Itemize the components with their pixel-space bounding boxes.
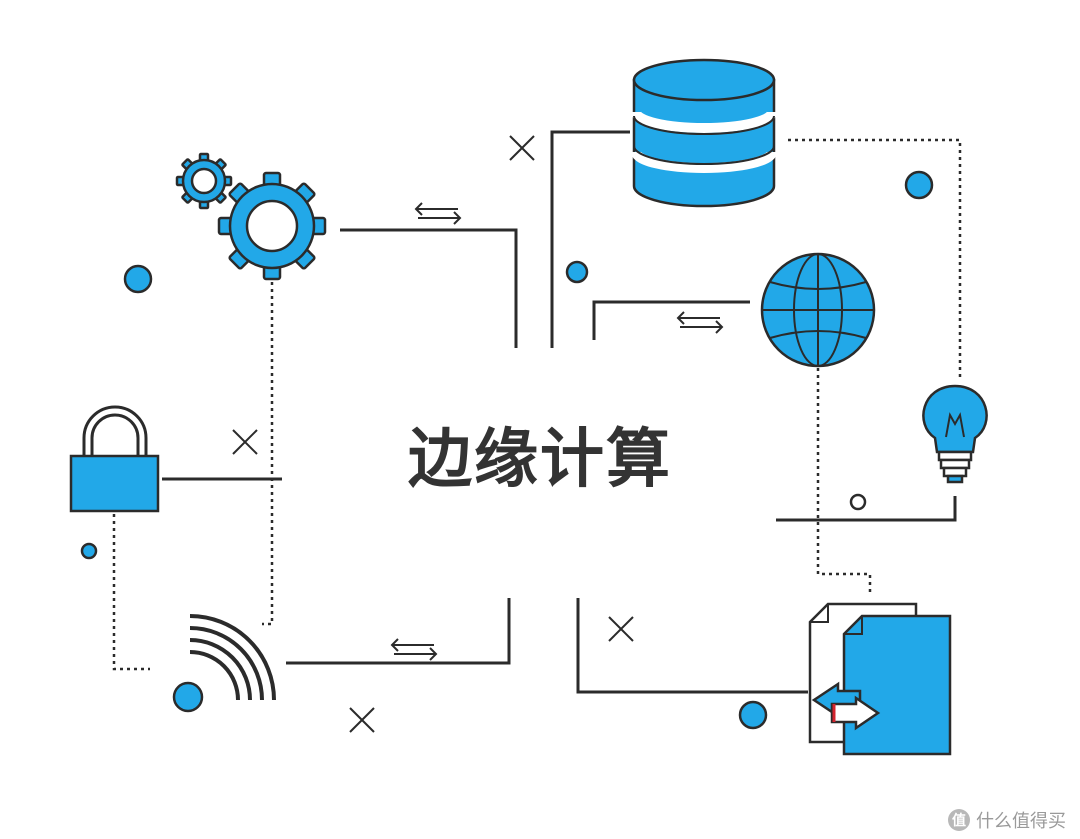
connector-gear <box>340 228 518 348</box>
connector-lines <box>112 130 962 694</box>
two-way-arrows <box>390 202 724 661</box>
two-way-arrow-gear <box>414 202 462 225</box>
connector-globe <box>592 300 750 340</box>
dotted-globe-documents <box>816 368 872 592</box>
watermark: 值 什么值得买 <box>948 807 1066 833</box>
connector-wifi <box>286 598 511 665</box>
dot-center-top <box>565 260 589 284</box>
x-marks <box>232 135 634 733</box>
dot-right-top <box>904 170 934 200</box>
dotted-lock-wifi <box>112 514 150 671</box>
dot-documents <box>738 700 768 730</box>
database-icon <box>631 58 777 208</box>
gears-icon <box>175 152 327 281</box>
dot-wifi <box>172 681 204 713</box>
watermark-logo-icon: 值 <box>948 809 970 831</box>
x-mark-bottom <box>349 707 375 733</box>
padlock-icon <box>69 405 160 513</box>
connector-documents <box>576 598 808 694</box>
dot-left <box>123 264 153 294</box>
x-mark-right <box>608 616 634 642</box>
two-way-arrow-wifi <box>390 638 438 661</box>
documents-transfer-icon <box>808 602 952 756</box>
connector-lightbulb <box>776 496 957 522</box>
dotted-gear-wifi <box>262 282 274 626</box>
connector-database <box>550 130 630 348</box>
lightbulb-icon <box>922 384 988 484</box>
dotted-database-lightbulb <box>788 138 962 378</box>
watermark-text: 什么值得买 <box>976 811 1066 832</box>
decorative-dots <box>80 170 934 730</box>
center-title: 边缘计算 <box>408 423 672 497</box>
two-way-arrow-globe <box>676 311 724 334</box>
dot-hollow <box>849 493 867 511</box>
wifi-signal-icon <box>189 614 276 701</box>
x-mark-top <box>509 135 535 161</box>
x-mark-left <box>232 429 258 455</box>
dot-lock <box>80 542 98 560</box>
globe-icon <box>760 252 876 368</box>
